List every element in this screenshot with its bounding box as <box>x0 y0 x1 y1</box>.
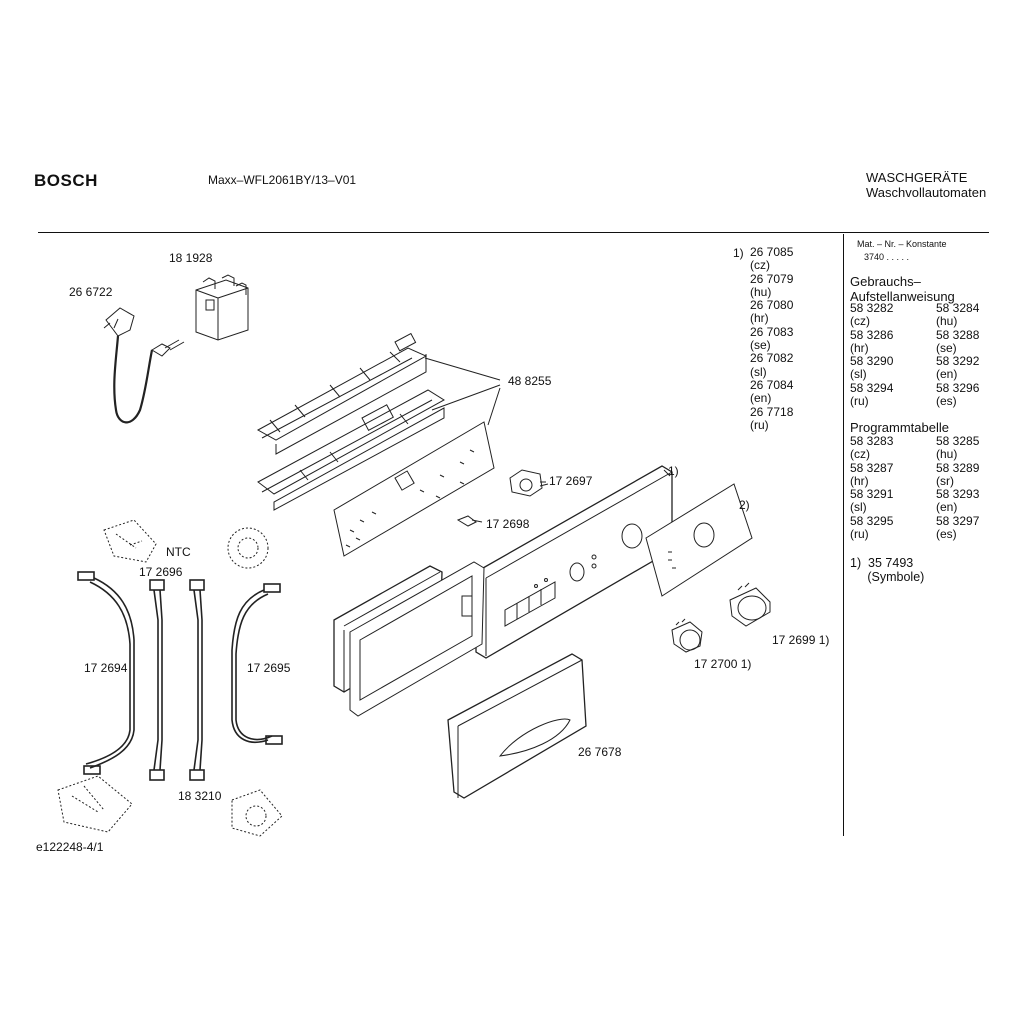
selector-knob-drawing <box>509 469 546 497</box>
power-cord-drawing <box>103 307 185 424</box>
symbol-label-drawing <box>645 483 753 597</box>
control-panel-drawing <box>475 465 673 659</box>
connector-ghost-drawing <box>57 527 283 837</box>
control-module-drawing <box>256 332 445 511</box>
drawer-handle-drawing <box>447 653 587 799</box>
drawer-frame-drawing <box>333 561 485 717</box>
ntc-sensor-drawing <box>103 519 157 563</box>
symbole-note: 1) 35 7493 (Symbole) <box>850 556 925 584</box>
exploded-parts-drawing <box>57 274 771 837</box>
temperature-knob-drawing <box>671 618 703 653</box>
gebrauchs-title: Gebrauchs– Aufstellanweisung <box>850 274 955 304</box>
pcb-board-drawing <box>333 421 495 557</box>
header-rule <box>38 232 989 233</box>
drawing-id: e122248-4/1 <box>36 840 104 854</box>
note-marker-1: 1) <box>668 464 679 478</box>
category-title: WASCHGERÄTE <box>866 170 968 185</box>
variant-marker: 1) <box>733 246 744 260</box>
part-label-172696: 17 2696 <box>139 565 183 579</box>
part-label-172697: 17 2697 <box>549 474 593 488</box>
programm-left-column: 58 3283 (cz) 58 3287 (hr) 58 3291 (sl) 5… <box>850 434 894 542</box>
model-number: Maxx–WFL2061BY/13–V01 <box>208 173 357 187</box>
part-label-172698: 17 2698 <box>486 517 530 531</box>
part-label-267678: 26 7678 <box>578 745 622 759</box>
interference-filter-drawing <box>195 274 249 341</box>
programm-title: Programmtabelle <box>850 420 949 435</box>
part-label-172699: 17 2699 1) <box>772 633 830 647</box>
mat-nr-title: Mat. – Nr. – Konstante <box>857 239 947 249</box>
part-label-181928: 18 1928 <box>169 251 213 265</box>
part-label-172694: 17 2694 <box>84 661 128 675</box>
program-knob-drawing <box>729 582 771 627</box>
brand-logo: BOSCH <box>34 171 98 190</box>
gebrauchs-left-column: 58 3282 (cz) 58 3286 (hr) 58 3290 (sl) 5… <box>850 301 894 409</box>
gebrauchs-right-column: 58 3284 (hu) 58 3288 (se) 58 3292 (en) 5… <box>936 301 980 409</box>
wiring-harness-drawing <box>77 571 283 781</box>
part-label-172700: 17 2700 1) <box>694 657 752 671</box>
note-marker-2: 2) <box>739 498 750 512</box>
part-label-ntc: NTC <box>166 545 191 559</box>
part-label-266722: 26 6722 <box>69 285 113 299</box>
knob-axle-drawing <box>456 515 483 527</box>
side-panel-divider <box>843 234 844 836</box>
variant-list: 26 7085 (cz) 26 7079 (hu) 26 7080 (hr) 2… <box>750 245 794 432</box>
part-label-183210: 18 3210 <box>178 789 222 803</box>
mat-nr-value: 3740 . . . . . <box>864 252 910 262</box>
category-subtitle: Waschvollautomaten <box>866 185 987 200</box>
part-label-488255: 48 8255 <box>508 374 552 388</box>
programm-right-column: 58 3285 (hu) 58 3289 (sr) 58 3293 (en) 5… <box>936 434 980 542</box>
part-label-172695: 17 2695 <box>247 661 291 675</box>
